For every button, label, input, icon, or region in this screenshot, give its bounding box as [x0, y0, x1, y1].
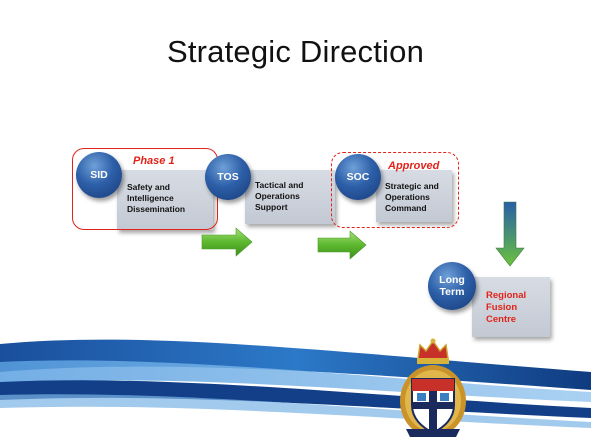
phase1-label: Phase 1 [133, 155, 175, 167]
slide-title: Strategic Direction [166, 34, 425, 69]
step-circle-long-term: Long Term [428, 262, 476, 310]
step-abbr-tos: TOS [217, 171, 239, 183]
step-box-sid: Safety and Intelligence Dissemination [117, 170, 213, 230]
step-abbr-sid: SID [90, 169, 108, 181]
step-circle-tos: TOS [205, 154, 251, 200]
step-name-soc: Strategic and Operations Command [385, 181, 439, 213]
step-box-long-term: Regional Fusion Centre [472, 277, 550, 337]
step-name-tos: Tactical and Operations Support [255, 180, 304, 212]
approved-frame [331, 152, 459, 228]
arrow-right-1-icon [201, 227, 253, 257]
step-box-soc: Strategic and Operations Command [376, 170, 452, 222]
approved-label: Approved [388, 160, 440, 172]
arrow-right-2-icon [317, 230, 367, 260]
step-box-tos: Tactical and Operations Support [245, 170, 335, 224]
arrow-down-icon [495, 201, 525, 267]
police-crest-icon [400, 338, 466, 437]
step-abbr-long-term: Long Term [439, 274, 465, 298]
step-name-long-term: Regional Fusion Centre [486, 290, 527, 325]
step-abbr-soc: SOC [346, 171, 370, 183]
step-name-sid: Safety and Intelligence Dissemination [127, 182, 186, 214]
